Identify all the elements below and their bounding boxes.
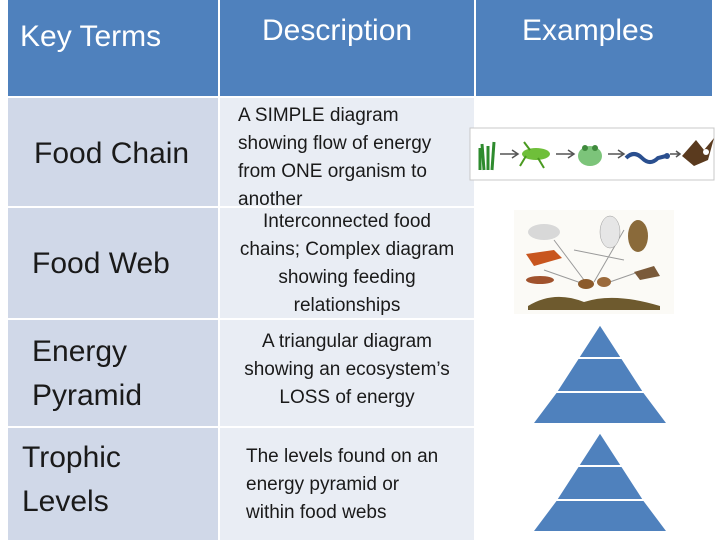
description-food-web: Interconnected food chains; Complex diag… — [239, 211, 455, 316]
arrow-icon — [556, 149, 576, 159]
term-cell-food-web: Food Web — [8, 208, 218, 318]
description-cell-food-web: Interconnected food chains; Complex diag… — [220, 208, 474, 318]
header-key-terms: Key Terms — [20, 20, 162, 53]
description-cell-energy-pyramid: A triangular diagram showing an ecosyste… — [220, 320, 474, 426]
header-key-terms-cell: Key Terms — [8, 0, 218, 96]
frog-icon — [578, 145, 602, 166]
term-food-chain: Food Chain — [34, 137, 190, 170]
rodents-icon — [578, 277, 611, 289]
grasshopper-icon — [519, 141, 550, 169]
food-chain-illustration — [469, 127, 715, 181]
term-energy-pyramid: Energy Pyramid — [32, 335, 143, 412]
arrow-icon — [500, 149, 520, 159]
header-description: Description — [262, 14, 413, 47]
vegetation-icon — [528, 296, 660, 310]
fox-icon — [526, 250, 562, 266]
snake-icon — [624, 152, 670, 164]
grass-icon — [478, 141, 496, 171]
description-trophic-levels: The levels found on an energy pyramid or… — [246, 446, 439, 523]
eagle-icon — [682, 138, 714, 166]
bird-icon — [634, 266, 660, 280]
header-examples: Examples — [522, 14, 654, 47]
description-food-chain: A SIMPLE diagram showing flow of energy … — [238, 105, 432, 210]
header-examples-cell: Examples — [476, 0, 712, 96]
arrow-icon — [608, 149, 626, 159]
arctic-fox-icon — [528, 224, 560, 240]
description-cell-food-chain: A SIMPLE diagram showing flow of energy … — [220, 98, 474, 210]
term-food-web: Food Web — [32, 247, 170, 280]
trophic-levels-pyramid-icon — [530, 430, 670, 533]
header-description-cell: Description — [220, 0, 474, 96]
owl-icon — [599, 215, 648, 252]
term-cell-energy-pyramid: Energy Pyramid — [8, 320, 218, 426]
description-energy-pyramid: A triangular diagram showing an ecosyste… — [244, 331, 450, 408]
energy-pyramid-icon — [530, 322, 670, 425]
term-trophic-levels: Trophic Levels — [22, 441, 121, 518]
food-web-illustration — [514, 210, 674, 314]
term-cell-food-chain: Food Chain — [8, 98, 218, 206]
arrow-icon — [670, 150, 682, 158]
description-cell-trophic-levels: The levels found on an energy pyramid or… — [220, 428, 474, 540]
term-cell-trophic-levels: Trophic Levels — [8, 428, 218, 540]
weasel-icon — [526, 276, 554, 284]
